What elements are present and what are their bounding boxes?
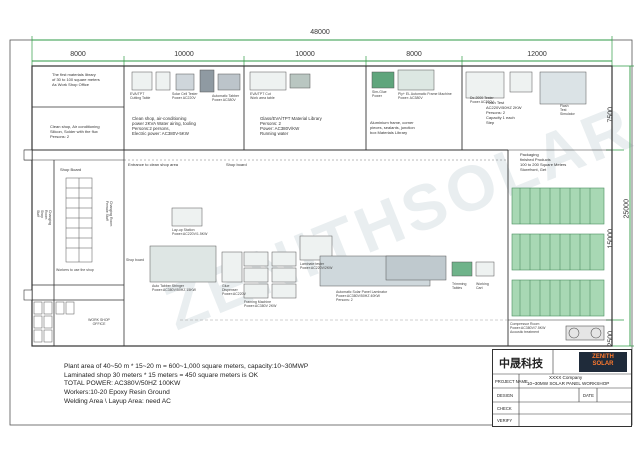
shop-channel-label: Shop board (126, 258, 145, 262)
dim-seg-2: 10000 (174, 51, 194, 58)
caption-7: Dc-2000 Tester Power AC220V (470, 96, 494, 104)
client-line: XXXX Company (549, 375, 583, 380)
dim-right-1: 7500 (607, 106, 615, 123)
trimming-caption: Trimming Tables (452, 282, 467, 290)
dim-right-2: 15000 (607, 229, 615, 249)
plant-notes: Plant area of 40~50 m * 15~20 m = 600~1,… (64, 363, 308, 407)
changing-room-female: Changing Room Female Staff (105, 201, 113, 227)
caption-8: Flash Test Simulator (560, 104, 575, 116)
company-cn: 中晟科技 (499, 358, 543, 370)
project-line: 10~30MW SOLAR PANEL WORKSHOP (527, 381, 610, 386)
total-width-label: 48000 (310, 29, 330, 36)
note-line: TOTAL POWER: AC380V/50HZ 100KW (64, 380, 181, 388)
check-label: CHECK (497, 406, 512, 411)
layup-caption: Lay-up Station Power:AC220V/1.5KW (172, 228, 208, 236)
design-label: DESIGN (497, 393, 514, 398)
caption-2: Solar Cell Tester Power AC220V (172, 92, 198, 100)
packing-label: Packaging finished Products 100 to 200 S… (520, 152, 567, 172)
note-line: Laminated shop 30 meters * 15 meters = 4… (64, 371, 259, 379)
shop-board-label: Shop board (226, 162, 247, 167)
cleanshop-label: Clean shop, Air conditioning Silicon, So… (50, 124, 100, 139)
stringer-caption: Auto Tabber Stringer Power:AC380V/50HZ 1… (152, 284, 196, 292)
note-line: Plant area of 40~50 m * 15~20 m = 600~1,… (64, 363, 309, 370)
glue-caption: Glue Dispenser Power:AC220V (222, 284, 246, 296)
framing-caption: Framing Machine Power:AC380V 2KW (244, 300, 277, 308)
dim-seg-1: 8000 (70, 51, 86, 58)
date-label: DATE (583, 393, 594, 398)
corridor-label: Entrance to clean shop area (128, 162, 179, 167)
dim-seg-5: 12000 (527, 51, 547, 58)
office-label: WORK SHOP OFFICE (88, 318, 110, 326)
compressor-icon (565, 325, 605, 341)
caption-4: EVA/TPT Cut Work area table (250, 92, 275, 100)
working-cart-caption: Working Cart (476, 282, 489, 290)
dim-seg-4: 8000 (406, 51, 422, 58)
shop-rest-label: Shop Board (60, 167, 82, 172)
laminator-caption: Automatic Solar Panel Laminator Power:AC… (336, 290, 388, 302)
caption-5: Sim-Glue Power (372, 90, 387, 98)
project-name-label: PROJECT NAME (495, 379, 528, 384)
warehouse-racks (511, 187, 605, 317)
changing-room-male: Changing Room Shop Staff (36, 210, 52, 225)
caption-6: Ply+ EL Automatic Frame Machine Power: A… (398, 92, 452, 100)
verify-label: VERIFY (497, 418, 513, 423)
zenith-logo: ZENITH SOLAR (592, 354, 614, 367)
caption-3: Automatic Tabber Power AC380V (212, 94, 240, 102)
frame-room-label: Aluminium frame, corner pieces, sealants… (370, 120, 415, 135)
title-block: 中晟科技 ZENITH SOLAR PROJECT NAME XXXX Comp… (492, 349, 632, 427)
dim-seg-3: 10000 (295, 51, 315, 58)
dim-right-3: 2500 (607, 330, 615, 347)
caption-1: EVA/TPT Cutting Table (130, 92, 151, 100)
compressor-caption: Compressor Room Power:AC380V/7.5KW Acous… (510, 322, 546, 334)
el-tester-caption: Laminate tester Power:AC220V/2KW (300, 262, 333, 270)
note-line: Workers:10-20 Epoxy Resin Ground (64, 389, 170, 397)
wash-label: Workers to use the shop (56, 268, 94, 272)
tabber-room-label: Clean shop, air-conditioning power 2KVA … (132, 116, 196, 136)
library-label: The first materials library of 30 to 100… (52, 72, 100, 87)
note-line: Welding Area \ Layup Area: need AC (64, 397, 171, 405)
dim-total-right: 25000 (623, 199, 631, 219)
flash-room-label: Flash Test AC220V/50HZ 2KW Persons: 2 Ca… (486, 100, 522, 125)
glass-library-label: Glass/EVA/TPT Material Library Persons: … (260, 116, 322, 136)
